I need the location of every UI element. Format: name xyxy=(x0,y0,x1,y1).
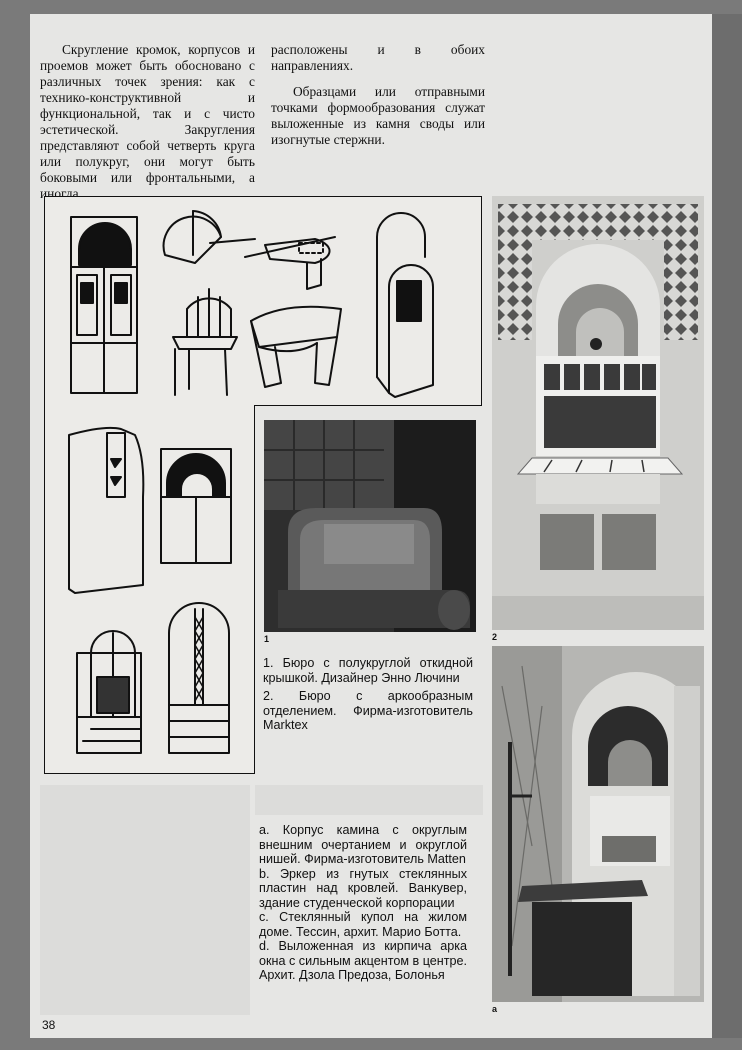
armchair-sketch xyxy=(250,305,342,388)
folding-desk-sketch xyxy=(162,210,336,290)
caption-figure-c: c. Стеклянный купол на жилом доме. Тесси… xyxy=(259,910,467,939)
body-paragraph-continued: расположены и в обоих направлениях. xyxy=(271,42,485,73)
curved-cabinet-sketch xyxy=(68,426,145,594)
caption-figure-b: b. Эркер из гнутых стеклянных пластин на… xyxy=(259,866,467,910)
fireplace-photo-drawing xyxy=(492,646,704,1002)
furniture-sketches-drawing xyxy=(68,210,434,754)
figure-number: 1 xyxy=(264,634,270,644)
arched-window-sketch xyxy=(76,630,142,754)
caption-figure-d: d. Выложенная из кирпича арка окна с сил… xyxy=(259,939,467,982)
captions-figures-a-d: a. Корпус камина с округлым внешним очер… xyxy=(259,823,467,983)
arched-cabinet-sketch xyxy=(70,216,138,394)
faded-background-strip xyxy=(255,785,483,815)
caption-figure-a: a. Корпус камина с округлым внешним очер… xyxy=(259,823,467,866)
text-column-right: расположены и в обоих направлениях. Обра… xyxy=(271,42,485,148)
text-column-left: Скругление кромок, корпусов и проемов мо… xyxy=(40,42,255,202)
photo-roll-top-bureau xyxy=(264,420,476,632)
photo-arched-fireplace xyxy=(492,646,704,1002)
figure-number: 2 xyxy=(492,632,498,642)
page-edge xyxy=(712,14,742,1038)
arched-tower-sketch xyxy=(168,602,230,754)
caption-figure-1: 1. Бюро с полукруглой откидной крышкой. … xyxy=(263,656,473,685)
chair-sketch xyxy=(172,288,238,396)
body-paragraph: Скругление кромок, корпусов и проемов мо… xyxy=(40,42,255,201)
figure-label: a xyxy=(492,1004,498,1014)
body-paragraph: Образцами или отправными точками формооб… xyxy=(271,84,485,147)
faded-background-area xyxy=(40,785,250,1015)
page-number: 38 xyxy=(42,1018,56,1032)
captions-figures-1-2: 1. Бюро с полукруглой откидной крышкой. … xyxy=(263,656,473,737)
arched-niche-cabinet-sketch xyxy=(160,448,232,564)
caption-figure-2: 2. Бюро с аркообразным отделением. Фирма… xyxy=(263,689,473,732)
roll-top-secretary-sketch xyxy=(376,212,434,398)
arched-bureau-photo-drawing xyxy=(492,196,704,630)
photo-arched-bureau xyxy=(492,196,704,630)
bureau-photo-drawing xyxy=(264,420,476,632)
